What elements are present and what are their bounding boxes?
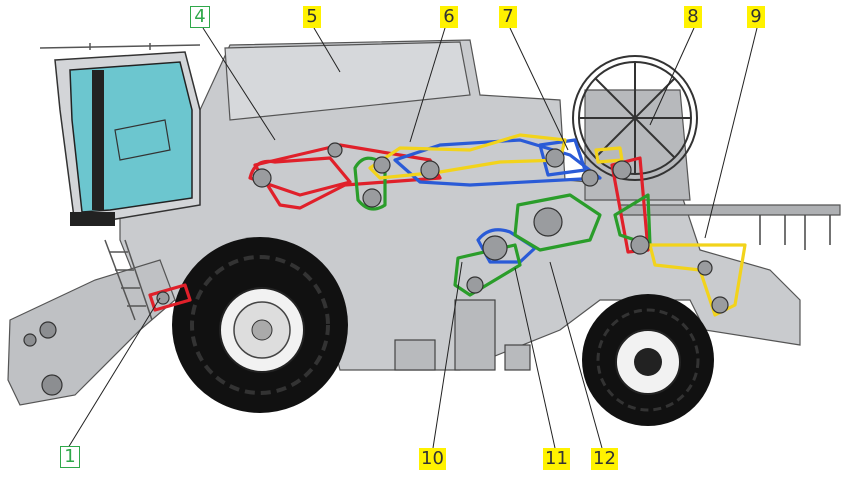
callout-7: 7 xyxy=(499,6,517,28)
callout-6: 6 xyxy=(440,6,458,28)
belt-red-feeder xyxy=(148,283,192,312)
rear-steer-wheel xyxy=(582,294,714,426)
header-wheels xyxy=(23,321,63,396)
callout-11: 11 xyxy=(543,448,570,470)
cab-pillar xyxy=(92,70,104,210)
belt-green-left xyxy=(353,156,387,211)
belt-red-main xyxy=(253,143,442,210)
cab-glass xyxy=(69,61,193,213)
callout-12: 12 xyxy=(591,448,618,470)
callout-10: 10 xyxy=(419,448,446,470)
belt-red-inner xyxy=(248,156,352,197)
front-drive-wheel xyxy=(172,237,348,413)
callout-1: 1 xyxy=(60,446,80,468)
operator-cab xyxy=(54,51,201,226)
callout-4: 4 xyxy=(190,6,210,28)
belt-drives xyxy=(148,133,747,317)
callout-8: 8 xyxy=(684,6,702,28)
access-panel xyxy=(454,299,496,371)
belt-yellow-right xyxy=(594,146,624,164)
belt-blue-lower xyxy=(476,228,537,264)
belt-yellow-rear xyxy=(648,243,747,317)
pulleys xyxy=(156,142,729,314)
grain-tank-rail xyxy=(39,43,201,50)
ladder xyxy=(104,239,153,321)
lower-body-details xyxy=(394,299,531,371)
rear-frame xyxy=(759,215,831,250)
callout-9: 9 xyxy=(747,6,765,28)
belt-green-center xyxy=(513,193,602,252)
belt-yellow-top xyxy=(368,133,567,180)
cooling-fan-wheel xyxy=(572,55,698,181)
callout-5: 5 xyxy=(303,6,321,28)
leader-lines xyxy=(67,27,758,449)
